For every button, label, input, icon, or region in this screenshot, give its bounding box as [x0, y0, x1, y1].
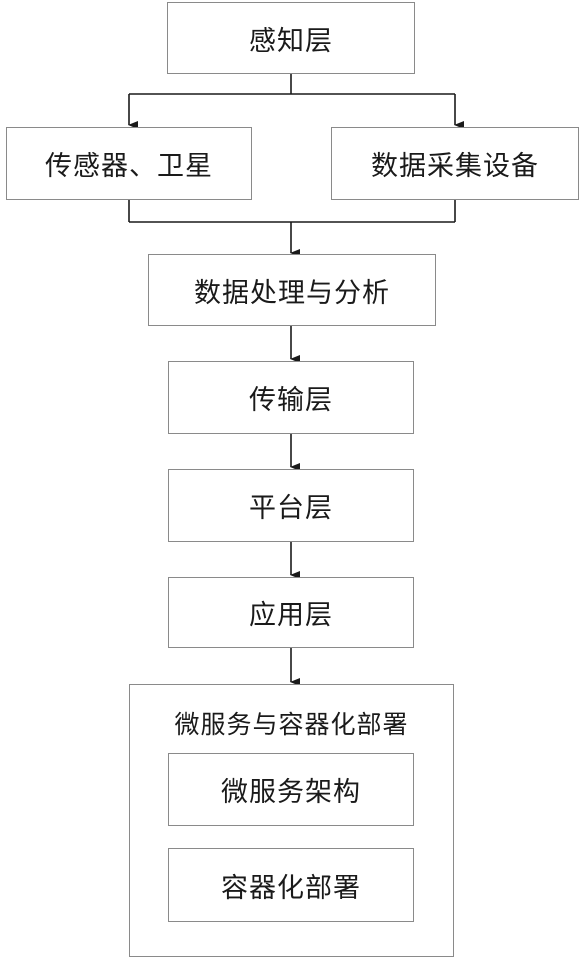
microservice-architecture-box: 微服务架构	[168, 753, 414, 826]
microservice-group-title: 微服务与容器化部署	[174, 710, 409, 739]
transmission-layer-box: 传输层	[168, 361, 414, 434]
application-layer-label: 应用层	[249, 600, 333, 631]
data-collection-devices-label: 数据采集设备	[371, 151, 539, 182]
data-processing-analysis-label: 数据处理与分析	[194, 277, 390, 309]
perception-layer-label: 感知层	[249, 25, 333, 57]
data-collection-devices-box: 数据采集设备	[331, 127, 579, 200]
application-layer-box: 应用层	[168, 577, 414, 648]
sensors-satellites-label: 传感器、卫星	[45, 151, 213, 182]
transmission-layer-label: 传输层	[249, 385, 333, 416]
perception-layer-box: 感知层	[167, 2, 415, 74]
platform-layer-box: 平台层	[168, 469, 414, 542]
sensors-satellites-box: 传感器、卫星	[6, 127, 252, 200]
platform-layer-label: 平台层	[249, 493, 333, 524]
data-processing-analysis-box: 数据处理与分析	[148, 254, 436, 326]
container-deployment-label: 容器化部署	[221, 872, 361, 904]
microservice-architecture-label: 微服务架构	[221, 777, 361, 808]
container-deployment-box: 容器化部署	[168, 848, 414, 922]
